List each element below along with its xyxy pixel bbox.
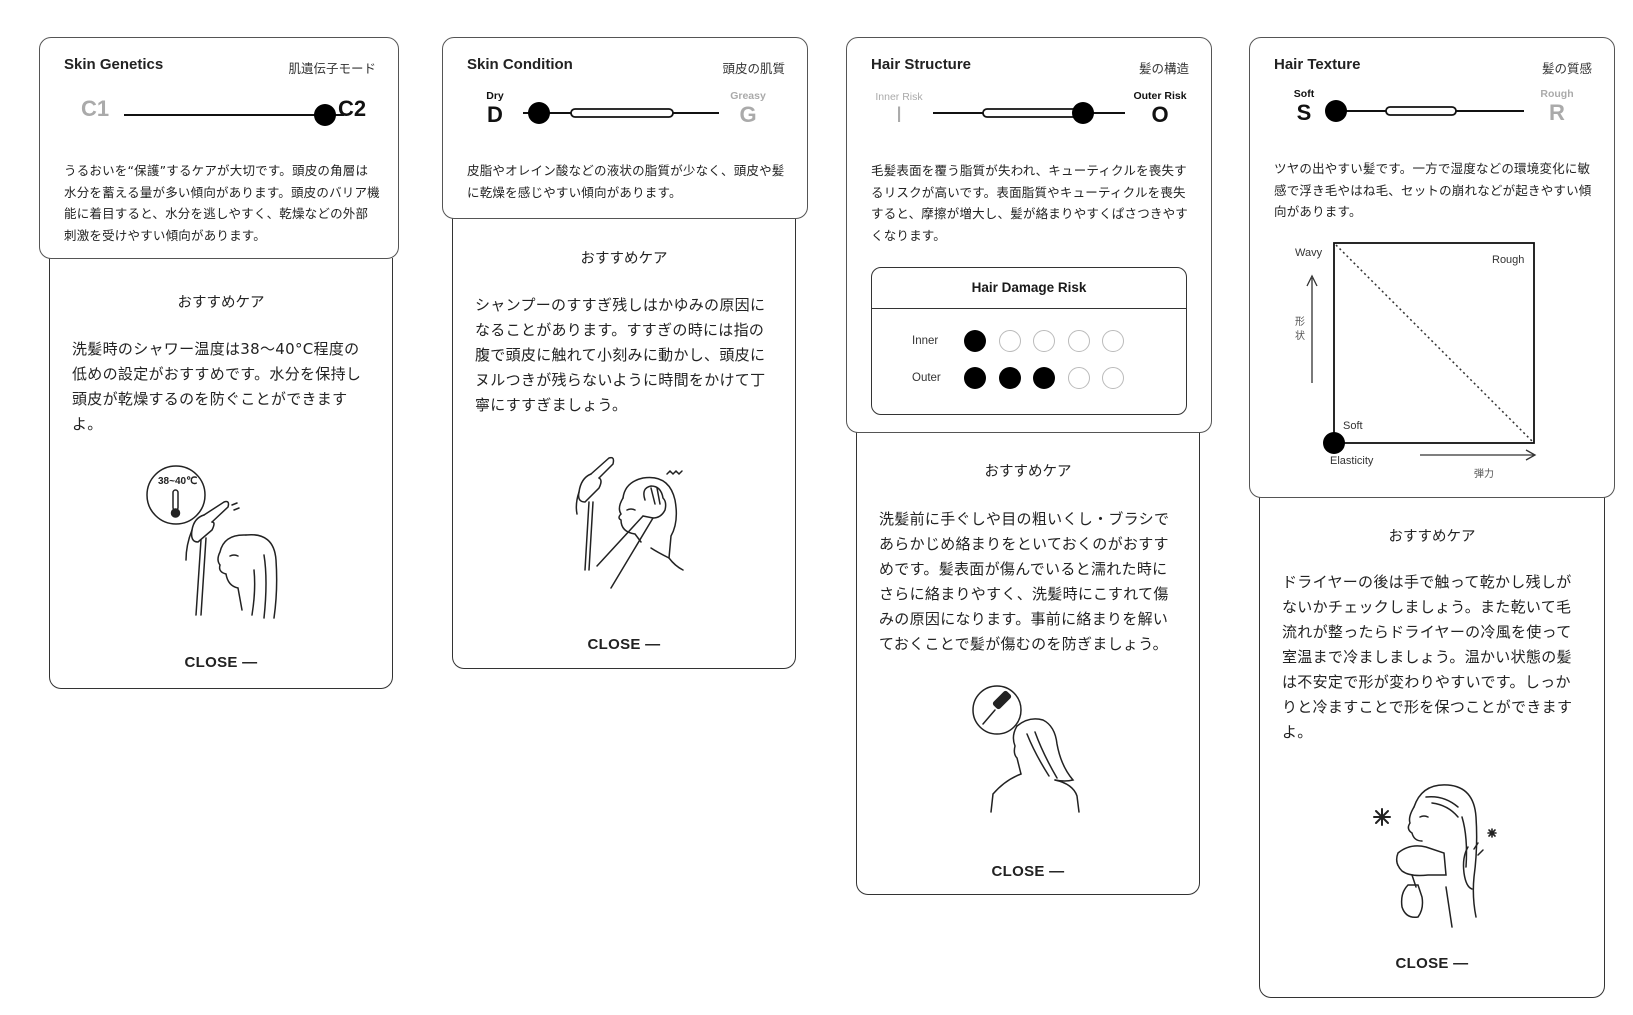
risk-dot-filled (1033, 367, 1055, 389)
damage-risk-title: Hair Damage Risk (872, 268, 1186, 309)
close-button[interactable]: CLOSE — (991, 863, 1065, 880)
scale-slider (1325, 100, 1524, 122)
card-subtitle: 肌遺伝子モード (288, 61, 376, 76)
scale-slider (523, 102, 719, 124)
recommend-panel: おすすめケア 洗髪前に手ぐしや目の粗いくし・ブラシであらかじめ絡まりをといておく… (856, 432, 1200, 895)
risk-dot-empty (1102, 367, 1124, 389)
close-button[interactable]: CLOSE — (184, 654, 258, 671)
scale-right-label: R (1549, 100, 1565, 125)
damage-row-label: Inner (912, 335, 939, 347)
risk-dot-filled (998, 367, 1021, 389)
recommend-heading: おすすめケア (984, 464, 1072, 480)
chart-label-soft: Soft (1343, 420, 1363, 432)
result-panel: Skin Condition 頭皮の肌質 Dry D Greasy G 皮脂やオ… (442, 37, 808, 219)
scale-left-label: S (1296, 100, 1312, 125)
risk-dot-empty (1067, 330, 1090, 352)
chart-label-wavy: Wavy (1295, 247, 1323, 259)
recommend-text: ドライヤーの後は手で触って乾かし残しがないかチェックしましょう。また乾いて毛流れ… (1282, 573, 1573, 741)
card-title: Hair Texture (1274, 56, 1361, 73)
snowflake-icon (1373, 808, 1391, 826)
scale-left-label: I (895, 102, 903, 127)
hair-damage-risk-box: Hair Damage Risk Inner Outer (871, 267, 1187, 415)
recommend-panel: おすすめケア 洗髪時のシャワー温度は38〜40°C程度の低めの設定がおすすめです… (49, 258, 393, 689)
cool-dryer-illustration (1373, 784, 1497, 928)
risk-dot-filled (964, 330, 986, 352)
risk-dot-empty (1067, 367, 1090, 389)
chart-label-rough: Rough (1492, 254, 1525, 266)
scale-right-label: G (739, 102, 757, 127)
recommend-panel: おすすめケア シャンプーのすすぎ残しはかゆみの原因になることがあります。すすぎの… (452, 218, 796, 669)
scale-right-small-label: Rough (1540, 88, 1574, 100)
scale-slider (933, 102, 1125, 124)
chart-x-label-en: Elasticity (1330, 455, 1374, 467)
recommend-heading: おすすめケア (580, 251, 668, 267)
recommend-heading: おすすめケア (1388, 529, 1476, 545)
result-panel: Hair Structure 髪の構造 Inner Risk I Outer R… (846, 37, 1212, 433)
svg-text:38~40℃: 38~40℃ (158, 476, 197, 487)
chart-x-label-jp: 弾力 (1474, 469, 1494, 480)
result-panel: Hair Texture 髪の質感 Soft S Rough R ツヤの出やすい… (1249, 37, 1615, 498)
scale-right-small-label: Greasy (730, 90, 766, 102)
risk-dot-filled (964, 367, 986, 389)
card-description: うるおいを“保護”するケアが大切です。頭皮の角層は水分を蓄える量が多い傾向があり… (64, 163, 380, 243)
scale-right-small-label: Outer Risk (1133, 90, 1187, 102)
close-button[interactable]: CLOSE — (1395, 955, 1469, 972)
scale-left-small-label: Soft (1293, 88, 1315, 100)
result-panel: Skin Genetics 肌遺伝子モード C1 C2 うるおいを“保護”するケ… (39, 37, 399, 259)
shower-temperature-illustration: 38~40℃ (146, 465, 278, 619)
recommend-panel: おすすめケア ドライヤーの後は手で触って乾かし残しがないかチェックしましょう。ま… (1259, 497, 1605, 998)
texture-quadrant-plot (1306, 242, 1537, 461)
scale-left-small-label: Dry (486, 90, 504, 102)
damage-row-label: Outer (912, 372, 941, 384)
scale-left-label: D (487, 102, 503, 127)
recommend-text: 洗髪時のシャワー温度は38〜40°C程度の低めの設定がおすすめです。水分を保持し… (72, 340, 362, 433)
rinsing-scalp-illustration (575, 456, 684, 589)
recommend-heading: おすすめケア (177, 295, 265, 311)
texture-marker (1323, 432, 1345, 454)
comb-hair-illustration (972, 685, 1080, 813)
card-description: ツヤの出やすい髪です。一方で湿度などの環境変化に敏感で浮き毛やはね毛、セットの崩… (1274, 161, 1592, 219)
card-description: 毛髪表面を覆う脂質が失われ、キューティクルを喪失するリスクが高いです。表面脂質や… (871, 163, 1189, 243)
risk-dot-empty (1102, 330, 1124, 352)
scale-left-small-label: Inner Risk (875, 91, 923, 103)
card-title: Hair Structure (871, 56, 972, 73)
scale-left-label: C1 (80, 96, 110, 121)
snowflake-icon (1487, 828, 1497, 838)
card-description: 皮脂やオレイン酸などの液状の脂質が少なく、頭皮や髪に乾燥を感じやすい傾向がありま… (467, 163, 785, 200)
chart-y-label-jp: 形状 (1295, 317, 1305, 342)
recommend-text: 洗髪前に手ぐしや目の粗いくし・ブラシであらかじめ絡まりをといておくのがおすすめで… (879, 510, 1170, 653)
scale-slider (124, 104, 344, 126)
risk-dot-empty (1033, 330, 1055, 352)
recommend-text: シャンプーのすすぎ残しはかゆみの原因になることがあります。すすぎの時には指の腹で… (475, 296, 766, 414)
card-title: Skin Condition (467, 56, 573, 73)
card-subtitle: 髪の構造 (1138, 61, 1189, 76)
card-subtitle: 頭皮の肌質 (722, 61, 785, 76)
scale-right-label: O (1151, 102, 1169, 127)
damage-row-outer: Outer (912, 367, 1137, 389)
scale-right-label: C2 (337, 96, 367, 121)
close-button[interactable]: CLOSE — (587, 636, 661, 653)
card-title: Skin Genetics (64, 56, 164, 73)
card-subtitle: 髪の質感 (1541, 61, 1592, 76)
risk-dot-empty (998, 330, 1021, 352)
damage-row-inner: Inner (912, 330, 1137, 352)
